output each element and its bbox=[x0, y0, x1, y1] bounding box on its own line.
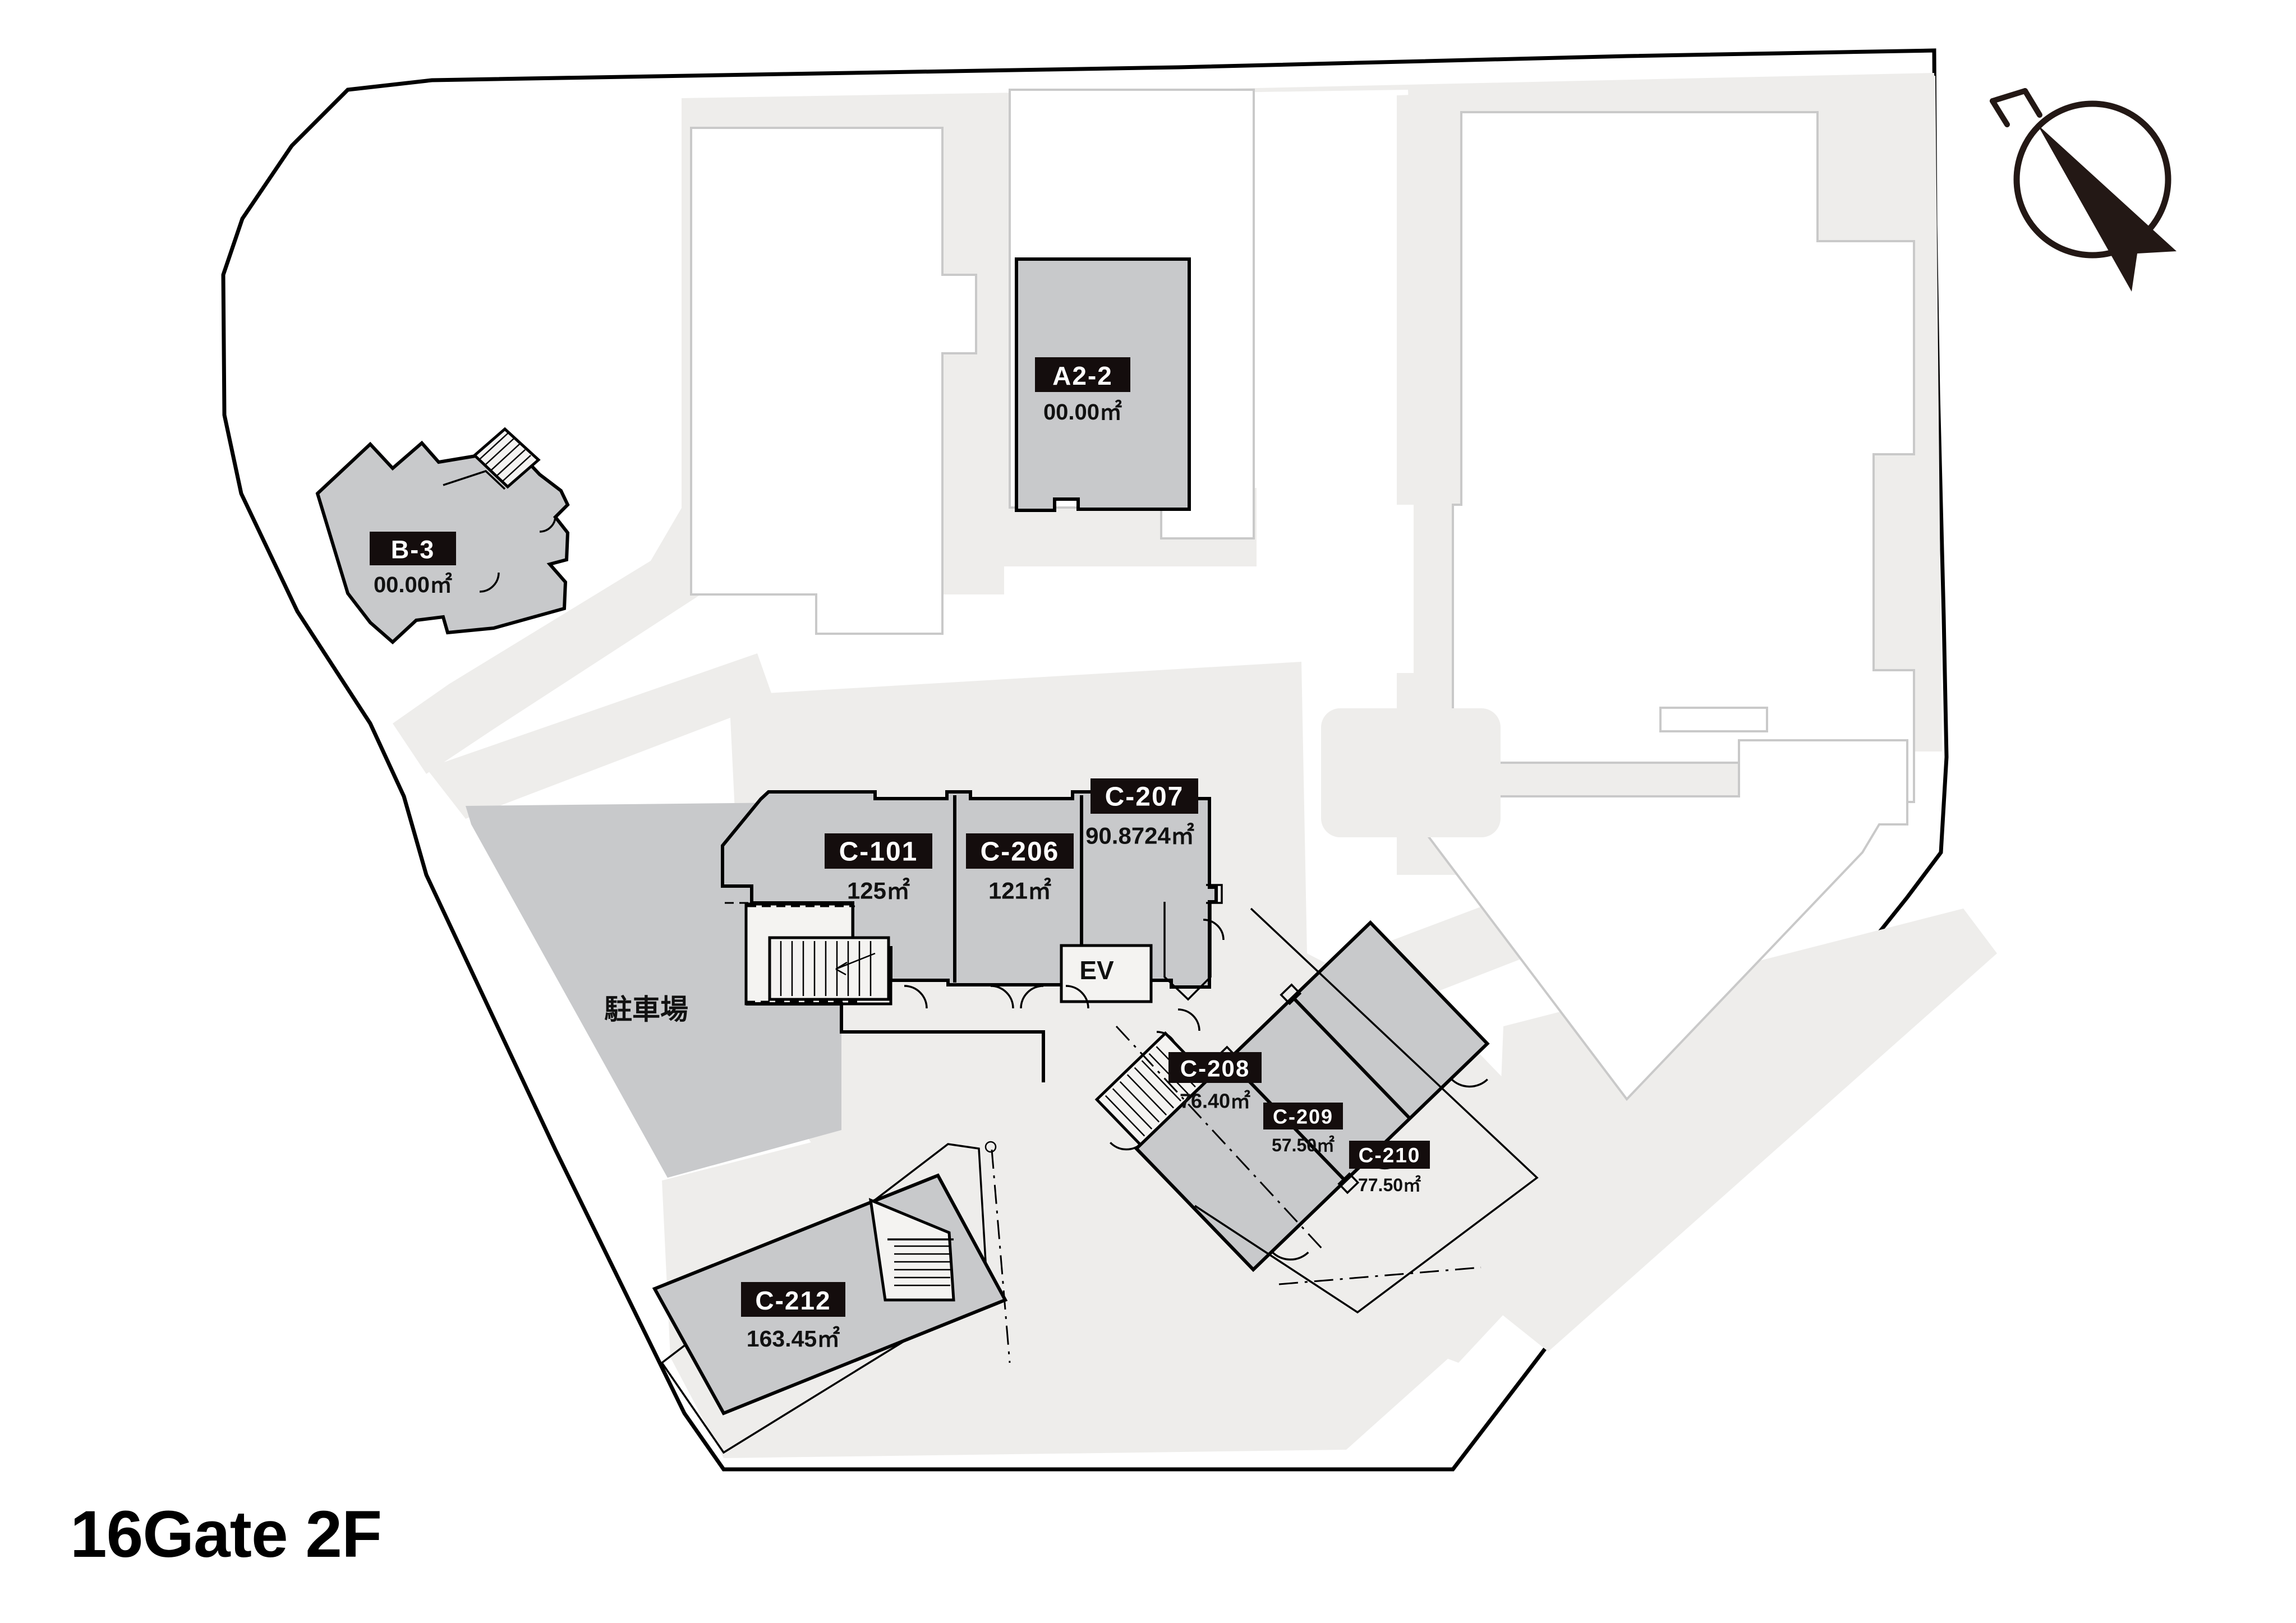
central-stair-treads bbox=[780, 941, 872, 996]
door-arc-east-1 bbox=[1177, 1008, 1200, 1031]
unit-b3-interior-wall bbox=[443, 470, 506, 490]
zone-south-plaza bbox=[662, 1066, 1481, 1458]
c212-service-strip bbox=[868, 1198, 955, 1302]
c212-plot-node bbox=[984, 1141, 997, 1153]
unit-block-b3[interactable]: B-3 00.00㎡ bbox=[315, 427, 570, 645]
compass-north-letter-icon bbox=[1990, 88, 2042, 127]
unit-c209-label: C-209 bbox=[1273, 1105, 1333, 1128]
north-arrow-icon bbox=[2037, 125, 2177, 292]
unit-c206-area: 121㎡ bbox=[988, 878, 1051, 904]
c212-plot-dashline bbox=[991, 1149, 1011, 1363]
central-south-wall bbox=[746, 1002, 1045, 1082]
ghost-building-northwest bbox=[690, 127, 977, 635]
unit-block-central[interactable]: EV C-101 125㎡ C-206 121㎡ bbox=[721, 778, 1225, 1082]
se-cluster-plot-line-nw bbox=[1115, 1025, 1325, 1252]
unit-c210-tag-box bbox=[1349, 1141, 1430, 1169]
unit-c207-area: 90.8724㎡ bbox=[1085, 823, 1194, 849]
c212-stair-treads bbox=[894, 1245, 950, 1287]
se-cluster-plot-outline bbox=[1194, 907, 1539, 1314]
unit-b3-stairwell bbox=[472, 427, 541, 489]
unit-b3-label: B-3 bbox=[391, 536, 435, 564]
zone-west-road bbox=[393, 494, 746, 774]
unit-c208-tag-box bbox=[1168, 1052, 1262, 1083]
c207-east-corridor bbox=[1163, 902, 1212, 1001]
c207-corner-step bbox=[1206, 884, 1223, 904]
unit-c210-label: C-210 bbox=[1359, 1144, 1421, 1167]
door-arc-east-3 bbox=[1203, 919, 1225, 940]
unit-c212-area: 163.45㎡ bbox=[747, 1326, 840, 1352]
unit-b3-area: 00.00㎡ bbox=[374, 572, 452, 597]
unit-c207-tag-box bbox=[1091, 778, 1198, 814]
unit-b3-tag-box bbox=[370, 532, 456, 565]
parking-lot: 駐車場 bbox=[466, 802, 841, 1178]
divider-c209-c210 bbox=[1291, 996, 1411, 1120]
ghost-building-northeast bbox=[1452, 111, 1915, 803]
se-cluster-plot-line-se bbox=[1278, 1266, 1481, 1285]
door-arc-south-4 bbox=[1065, 985, 1089, 1009]
ghost-balcony bbox=[1659, 707, 1768, 732]
door-arc-south-2 bbox=[990, 985, 1014, 1009]
unit-block-a22[interactable]: A2-2 00.00㎡ bbox=[1015, 257, 1191, 512]
compass-rose bbox=[1990, 88, 2177, 292]
unit-c212-tag-box bbox=[741, 1282, 845, 1317]
parking-lot-fill bbox=[466, 802, 841, 1178]
door-arc-south-3 bbox=[1020, 985, 1044, 1009]
unit-c209-area: 57.50㎡ bbox=[1272, 1135, 1335, 1155]
unit-b3-door-arc-2 bbox=[539, 515, 556, 533]
se-door-arc-3 bbox=[1450, 1078, 1488, 1088]
unit-c208-label: C-208 bbox=[1180, 1055, 1250, 1082]
unit-b3-stair-treads bbox=[480, 432, 531, 482]
unit-c208-area: 76.40㎡ bbox=[1180, 1090, 1250, 1113]
se-notch-b bbox=[1280, 983, 1302, 1006]
ghost-building-southeast bbox=[1417, 739, 1908, 1101]
unit-c209-tag-box bbox=[1263, 1103, 1343, 1129]
zone-rounded-pad bbox=[1321, 708, 1501, 837]
se-notch-c bbox=[1337, 1172, 1360, 1195]
unit-c210-area: 77.50㎡ bbox=[1358, 1175, 1421, 1195]
unit-c101-label: C-101 bbox=[839, 837, 918, 867]
central-stair-arrow bbox=[835, 952, 876, 976]
parking-lot-label: 駐車場 bbox=[604, 993, 688, 1026]
unit-c206-tag-box bbox=[966, 833, 1074, 869]
se-door-arc-4 bbox=[1110, 1142, 1143, 1151]
unit-a22-tag-box bbox=[1035, 357, 1130, 392]
unit-a22-label: A2-2 bbox=[1052, 361, 1113, 390]
page-title: 16Gate 2F bbox=[70, 1497, 382, 1571]
unit-c101-tag-box bbox=[825, 833, 932, 869]
unit-b3-door-arc bbox=[479, 572, 500, 593]
central-stair-box bbox=[768, 936, 890, 1001]
elevator-shaft bbox=[1060, 944, 1153, 1003]
neighbor-buildings bbox=[690, 89, 1915, 1101]
unit-c212-label: C-212 bbox=[755, 1286, 831, 1315]
unit-c206-label: C-206 bbox=[981, 837, 1060, 867]
unit-block-c212[interactable]: C-212 163.45㎡ bbox=[652, 1141, 1011, 1454]
zone-southwest-wedge bbox=[426, 653, 774, 819]
elevator-label: EV bbox=[1079, 956, 1114, 985]
compass-circle-icon bbox=[2013, 100, 2171, 259]
unit-a22-area: 00.00㎡ bbox=[1043, 399, 1122, 425]
unit-c101-area: 125㎡ bbox=[847, 878, 910, 904]
door-arc-south-1 bbox=[904, 985, 928, 1009]
se-door-arc-1 bbox=[1271, 1251, 1309, 1261]
unit-c207-label: C-207 bbox=[1105, 782, 1184, 812]
